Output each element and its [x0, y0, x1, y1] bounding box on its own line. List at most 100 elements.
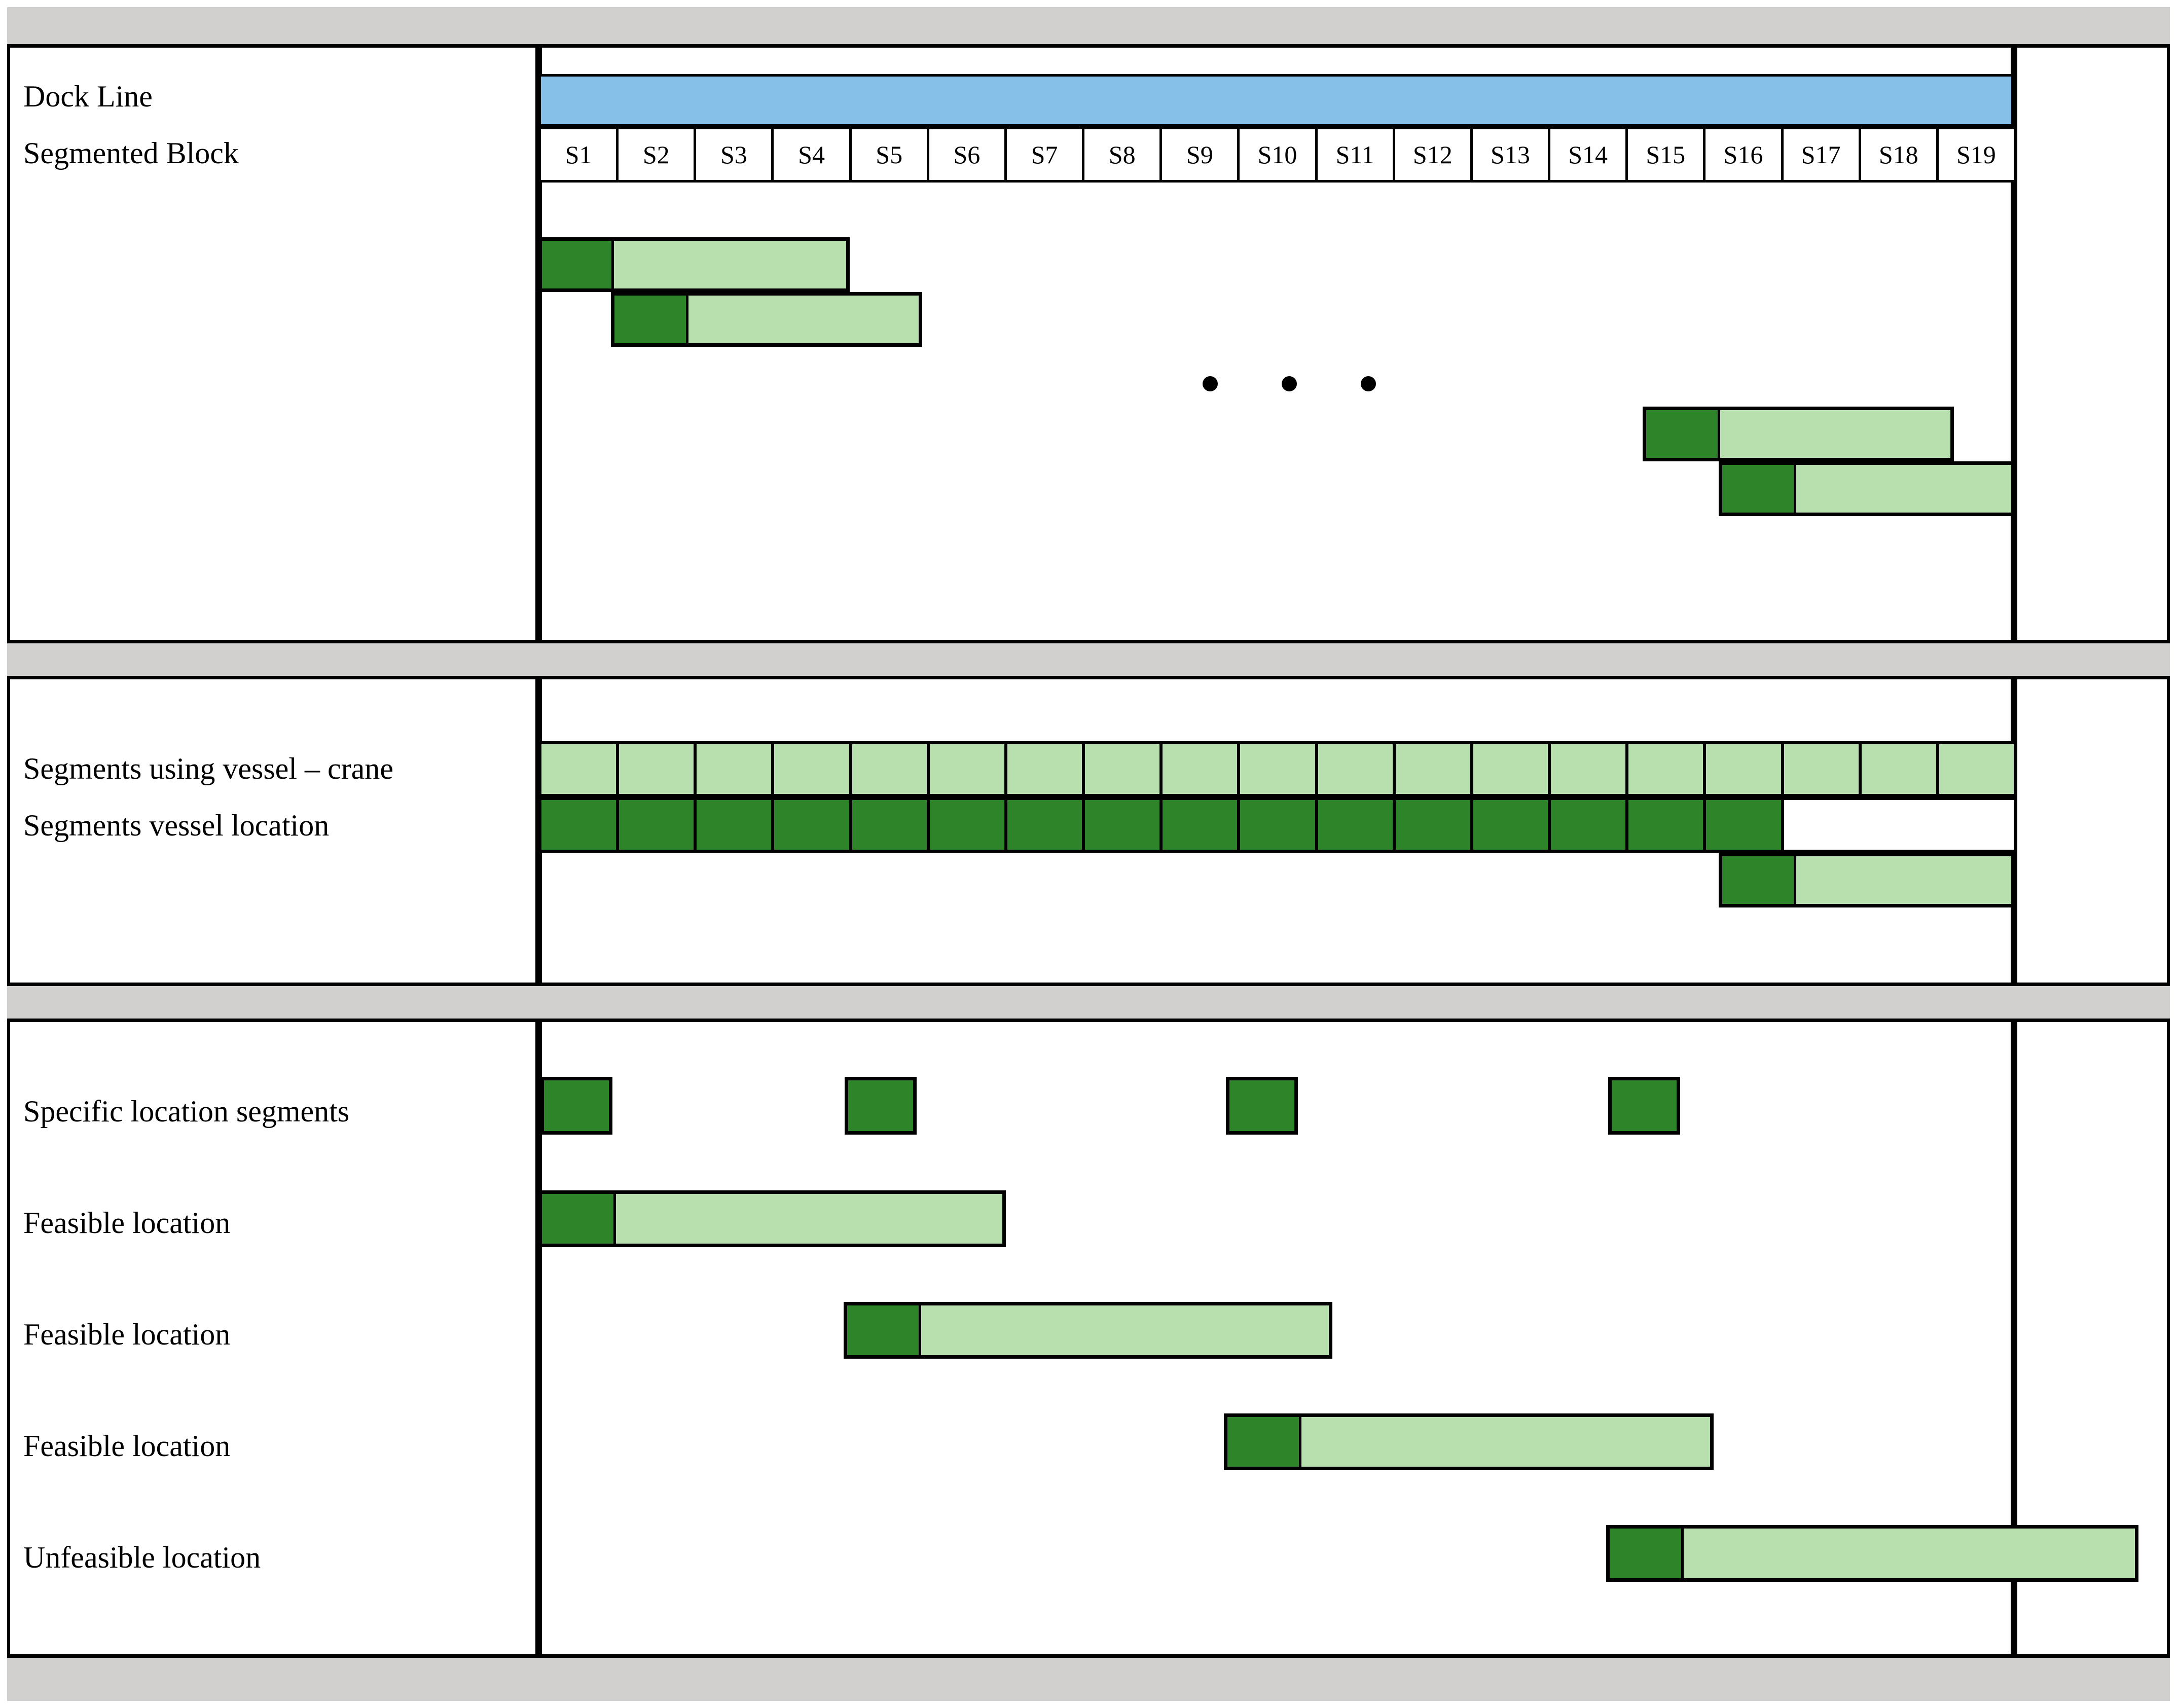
vessel-location-cell-s4[interactable] [771, 797, 852, 853]
row-label-specific-location-segments: Specific location segments [23, 1095, 350, 1128]
vessel-location-cell-s16[interactable] [1703, 797, 1784, 853]
crane-cell-s14[interactable] [1548, 741, 1629, 797]
vessel-bar-s2[interactable] [611, 292, 922, 347]
crane-cell-s12[interactable] [1392, 741, 1473, 797]
band-bottom [7, 1654, 2170, 1701]
segment-cell-s12[interactable]: S12 [1392, 127, 1473, 183]
vessel-location-cell-s13[interactable] [1470, 797, 1551, 853]
crane-cell-s13[interactable] [1470, 741, 1551, 797]
vessel-head [847, 1305, 921, 1355]
unfeasible-location-bar[interactable] [1606, 1525, 2138, 1582]
vessel-location-strip [538, 797, 2017, 853]
segment-cell-s2[interactable]: S2 [616, 127, 697, 183]
vessel-bar-s1[interactable] [538, 237, 850, 292]
vessel-location-cell-s14[interactable] [1548, 797, 1629, 853]
segment-cell-s4[interactable]: S4 [771, 127, 852, 183]
vessel-body [688, 296, 919, 343]
vessel-head [1227, 1417, 1301, 1467]
segment-cell-s13[interactable]: S13 [1470, 127, 1551, 183]
crane-cell-s11[interactable] [1315, 741, 1396, 797]
ellipsis-dot [1282, 376, 1297, 391]
row-label-segmented-block: Segmented Block [23, 136, 239, 170]
vessel-location-cell-s2[interactable] [616, 797, 697, 853]
crane-cell-s18[interactable] [1858, 741, 1939, 797]
vessel-location-cell-s5[interactable] [849, 797, 930, 853]
ellipsis-dot [1361, 376, 1376, 391]
vessel-location-cell-s9[interactable] [1159, 797, 1241, 853]
segment-cell-s10[interactable]: S10 [1237, 127, 1318, 183]
segment-cell-s7[interactable]: S7 [1004, 127, 1085, 183]
vessel-location-cell-s10[interactable] [1237, 797, 1318, 853]
row-label-feasible-location-2: Feasible location [23, 1318, 231, 1351]
vessel-bar-s16[interactable] [1719, 461, 2015, 516]
ellipsis-dot [1203, 376, 1218, 391]
row-label-dock-line: Dock Line [23, 80, 153, 113]
segment-cell-s18[interactable]: S18 [1858, 127, 1939, 183]
vessel-body [1684, 1529, 2135, 1578]
vessel-bar-s15[interactable] [1643, 407, 1954, 461]
vessel-location-cell-s15[interactable] [1625, 797, 1707, 853]
crane-cell-s8[interactable] [1082, 741, 1163, 797]
crane-cell-s6[interactable] [926, 741, 1007, 797]
row-label-segments-vessel-location: Segments vessel location [23, 809, 330, 842]
vessel-body [1796, 856, 2011, 904]
vessel-head [614, 296, 688, 343]
vessel-body [1796, 465, 2011, 513]
vessel-head [1646, 410, 1720, 458]
vessel-bar-crane-s16[interactable] [1719, 853, 2015, 907]
segment-cell-s14[interactable]: S14 [1548, 127, 1628, 183]
crane-cell-s15[interactable] [1625, 741, 1707, 797]
specific-location-marker-s1[interactable] [540, 1077, 612, 1135]
specific-location-marker-s10[interactable] [1226, 1077, 1298, 1135]
specific-location-marker-s15[interactable] [1608, 1077, 1680, 1135]
dock-end-rule [2011, 1022, 2017, 1654]
row-label-feasible-location-1: Feasible location [23, 1206, 231, 1240]
vessel-location-cell-s11[interactable] [1315, 797, 1396, 853]
crane-cell-s10[interactable] [1237, 741, 1318, 797]
segment-cell-s5[interactable]: S5 [849, 127, 929, 183]
vessel-location-cell-s6[interactable] [926, 797, 1007, 853]
crane-cell-s5[interactable] [849, 741, 930, 797]
segment-cell-s6[interactable]: S6 [926, 127, 1007, 183]
crane-cell-s9[interactable] [1159, 741, 1241, 797]
segment-cell-s11[interactable]: S11 [1315, 127, 1395, 183]
crane-cell-s1[interactable] [538, 741, 620, 797]
vessel-body [1720, 410, 1950, 458]
crane-cell-s7[interactable] [1004, 741, 1085, 797]
vessel-body [1301, 1417, 1710, 1467]
segment-cell-s15[interactable]: S15 [1625, 127, 1706, 183]
segment-cell-s16[interactable]: S16 [1703, 127, 1784, 183]
segment-cell-s17[interactable]: S17 [1781, 127, 1861, 183]
crane-cell-s4[interactable] [771, 741, 852, 797]
row-label-feasible-location-3: Feasible location [23, 1429, 231, 1463]
feasible-location-bar-2[interactable] [844, 1302, 1332, 1359]
segment-cell-s8[interactable]: S8 [1082, 127, 1163, 183]
crane-cell-s19[interactable] [1936, 741, 2017, 797]
crane-cell-s3[interactable] [694, 741, 775, 797]
crane-cell-s2[interactable] [616, 741, 697, 797]
vessel-location-cell-s3[interactable] [694, 797, 775, 853]
segment-cell-s3[interactable]: S3 [694, 127, 774, 183]
band-middle-2 [7, 983, 2170, 1022]
feasible-location-bar-3[interactable] [1224, 1413, 1714, 1470]
vessel-location-cell-s8[interactable] [1082, 797, 1163, 853]
specific-location-marker-s5[interactable] [845, 1077, 917, 1135]
segment-cell-s9[interactable]: S9 [1159, 127, 1240, 183]
vessel-head [1722, 465, 1796, 513]
segment-cell-s1[interactable]: S1 [538, 127, 619, 183]
vessel-location-cell-s1[interactable] [538, 797, 620, 853]
vessel-location-cell-s7[interactable] [1004, 797, 1085, 853]
dock-start-rule [535, 48, 542, 640]
vessel-head [542, 241, 614, 288]
vessel-head [1610, 1529, 1684, 1578]
crane-cell-s17[interactable] [1781, 741, 1862, 797]
crane-cell-s16[interactable] [1703, 741, 1784, 797]
vessel-body [614, 241, 846, 288]
dock-start-rule [535, 1022, 542, 1654]
feasible-location-bar-1[interactable] [538, 1190, 1006, 1247]
vessel-location-cell-s12[interactable] [1392, 797, 1473, 853]
segment-cell-s19[interactable]: S19 [1936, 127, 2016, 183]
crane-coverage-strip [538, 741, 2017, 797]
